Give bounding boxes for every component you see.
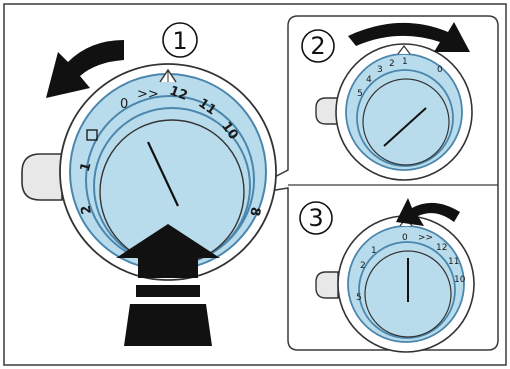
svg-text:1: 1 (402, 57, 408, 67)
main-mark-fast: >> (137, 87, 159, 102)
main-dial: 0 >> 12 11 10 8 1 2 (21, 63, 277, 281)
svg-text:10: 10 (454, 275, 466, 285)
rotate-right-arrow-icon (348, 22, 470, 52)
main-dial-pointer (147, 141, 179, 207)
svg-text:0: 0 (437, 65, 443, 75)
main-mark-8: 8 (246, 206, 262, 218)
push-arrow-icon (116, 224, 220, 346)
svg-text:2: 2 (360, 261, 366, 271)
main-dial-square-symbol (86, 129, 98, 141)
main-mark-1: 1 (78, 161, 95, 174)
dial-3: 5 2 1 0 >> 12 11 10 (315, 215, 475, 353)
main-mark-0: 0 (120, 97, 128, 112)
svg-text:>>: >> (418, 233, 433, 243)
main-mark-12: 12 (167, 84, 189, 104)
svg-text:2: 2 (389, 59, 395, 69)
dial-2: 5 4 3 2 1 0 (315, 43, 473, 181)
step-1-label: 1 (172, 27, 187, 55)
step-1-marker (162, 22, 198, 58)
main-knob-stem (21, 153, 63, 201)
rotate-left-small-arrow-icon (396, 198, 460, 226)
svg-text:1: 1 (371, 246, 377, 256)
svg-text:5: 5 (356, 293, 362, 303)
svg-text:12: 12 (436, 243, 447, 253)
svg-text:5: 5 (357, 89, 363, 99)
step-3-marker (299, 201, 333, 235)
rotate-left-arrow-icon (46, 40, 124, 98)
svg-text:4: 4 (366, 75, 372, 85)
main-mark-2: 2 (79, 204, 95, 216)
step-3-label: 3 (308, 204, 323, 232)
step-2-marker (301, 29, 335, 63)
step-2-label: 2 (310, 32, 325, 60)
dial-2-knob-face (362, 78, 450, 166)
svg-text:0: 0 (402, 233, 408, 243)
svg-text:3: 3 (377, 65, 383, 75)
svg-text:11: 11 (448, 257, 459, 267)
dial-2-pointer (383, 107, 427, 147)
